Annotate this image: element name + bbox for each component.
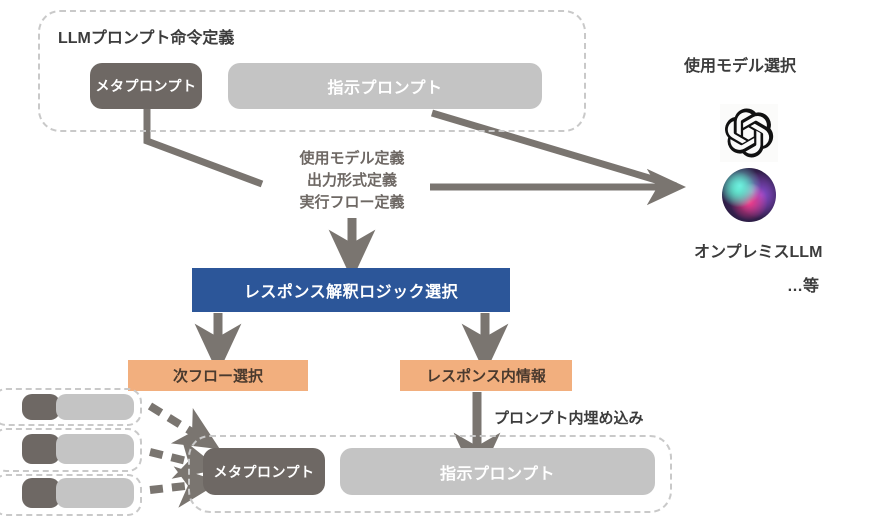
gradient-orb-icon	[722, 168, 776, 222]
bottom-instruction-prompt-chip[interactable]: 指示プロンプト	[340, 448, 655, 495]
openai-logo-icon	[720, 104, 778, 162]
next-flow-selection-box[interactable]: 次フロー選択	[128, 360, 308, 391]
bottom-meta-prompt-chip[interactable]: メタプロンプト	[203, 448, 325, 495]
top-meta-prompt-chip[interactable]: メタプロンプト	[90, 63, 202, 109]
definition-line-2: 出力形式定義	[306, 172, 397, 189]
response-logic-selection-box[interactable]: レスポンス解釈ロジック選択	[192, 268, 510, 312]
flow-row-1-card[interactable]	[0, 388, 142, 426]
model-selection-title: 使用モデル選択	[684, 58, 797, 75]
embed-in-prompt-label: プロンプト内埋め込み	[494, 410, 644, 427]
etc-label: …等	[787, 278, 820, 295]
flow-row-2-bar	[56, 434, 134, 464]
bottom-prompt-group	[188, 435, 672, 513]
definition-line-3: 実行フロー定義	[299, 194, 405, 211]
definition-line-1: 使用モデル定義	[299, 150, 405, 167]
response-info-box[interactable]: レスポンス内情報	[400, 360, 572, 391]
flow-row-3-bar	[56, 478, 134, 508]
flow-row-1-avatar	[22, 394, 60, 420]
flow-row-1-bar	[56, 394, 134, 420]
flow-row-3-card[interactable]	[0, 474, 142, 516]
top-instruction-prompt-chip[interactable]: 指示プロンプト	[228, 63, 542, 109]
flow-row-3-avatar	[22, 478, 60, 508]
onpremise-llm-label: オンプレミスLLM	[694, 244, 823, 261]
arrow-flow-row-1-to-meta	[147, 402, 220, 450]
flow-row-2-avatar	[22, 434, 60, 464]
llm-prompt-definition-group	[38, 10, 586, 132]
group-title-llm-prompt-definition: LLMプロンプト命令定義	[58, 30, 235, 47]
flow-row-2-card[interactable]	[0, 428, 142, 472]
